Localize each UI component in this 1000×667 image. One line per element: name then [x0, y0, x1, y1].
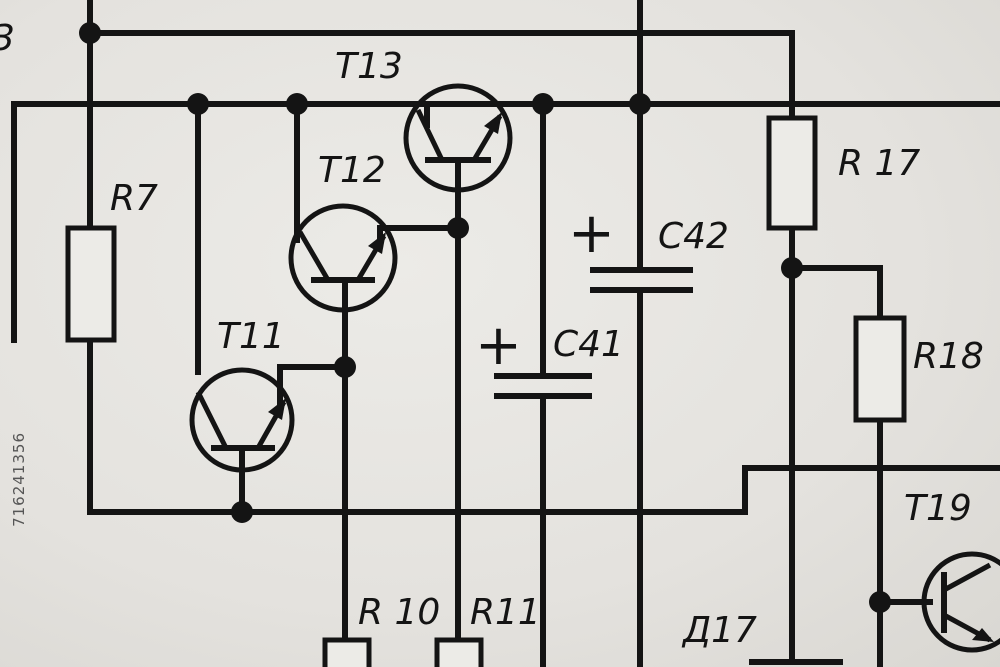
junction-dot — [532, 93, 554, 115]
label-t12: T12 — [318, 150, 386, 191]
junction-dot — [286, 93, 308, 115]
t12-base-wire — [377, 225, 461, 243]
junction-dot — [869, 591, 891, 613]
transistor-t19 — [921, 551, 1000, 653]
junction-dot — [781, 257, 803, 279]
junction-dot — [187, 93, 209, 115]
capacitors — [494, 267, 693, 399]
resistor-r10 — [322, 637, 372, 667]
junction-dots — [79, 22, 891, 613]
capacitor-c41 — [494, 373, 592, 399]
junction-dot — [447, 217, 469, 239]
resistor-r18 — [853, 315, 907, 423]
junction-dot — [79, 22, 101, 44]
capacitor-c42 — [590, 267, 693, 293]
resistor-r7 — [65, 225, 117, 343]
c41-plus-sign: + — [475, 313, 522, 378]
label-t11: T11 — [217, 316, 285, 357]
label-c41: C41 — [553, 324, 624, 365]
t11-base-wire — [277, 364, 348, 408]
main-bus-wire — [11, 101, 1000, 343]
label-r7: R7 — [110, 178, 158, 219]
stock-watermark-id: 716241356 — [10, 432, 28, 527]
transistor-t12 — [288, 203, 398, 313]
label-t13: T13 — [335, 46, 403, 87]
top-rail-wire — [87, 0, 795, 121]
junction-dot — [334, 356, 356, 378]
resistors — [65, 115, 907, 667]
transistor-t11 — [189, 367, 295, 473]
label-c42: C42 — [658, 216, 729, 257]
label-d17: Д17 — [681, 610, 757, 651]
r7-wire — [87, 30, 1000, 515]
resistor-r11 — [434, 637, 484, 667]
wires — [11, 0, 1000, 667]
junction-dot — [231, 501, 253, 523]
label-r18: R18 — [913, 336, 984, 377]
label-t19: T19 — [904, 488, 972, 529]
r18-wire — [789, 265, 883, 667]
label-r11: R11 — [470, 592, 541, 633]
c42-plus-sign: + — [568, 201, 615, 266]
label-r17: R 17 — [838, 143, 920, 184]
edge-label: 3 — [0, 18, 15, 59]
label-r10: R 10 — [358, 592, 440, 633]
resistor-r17 — [766, 115, 818, 231]
junction-dot — [629, 93, 651, 115]
transistor-t13 — [403, 83, 513, 193]
